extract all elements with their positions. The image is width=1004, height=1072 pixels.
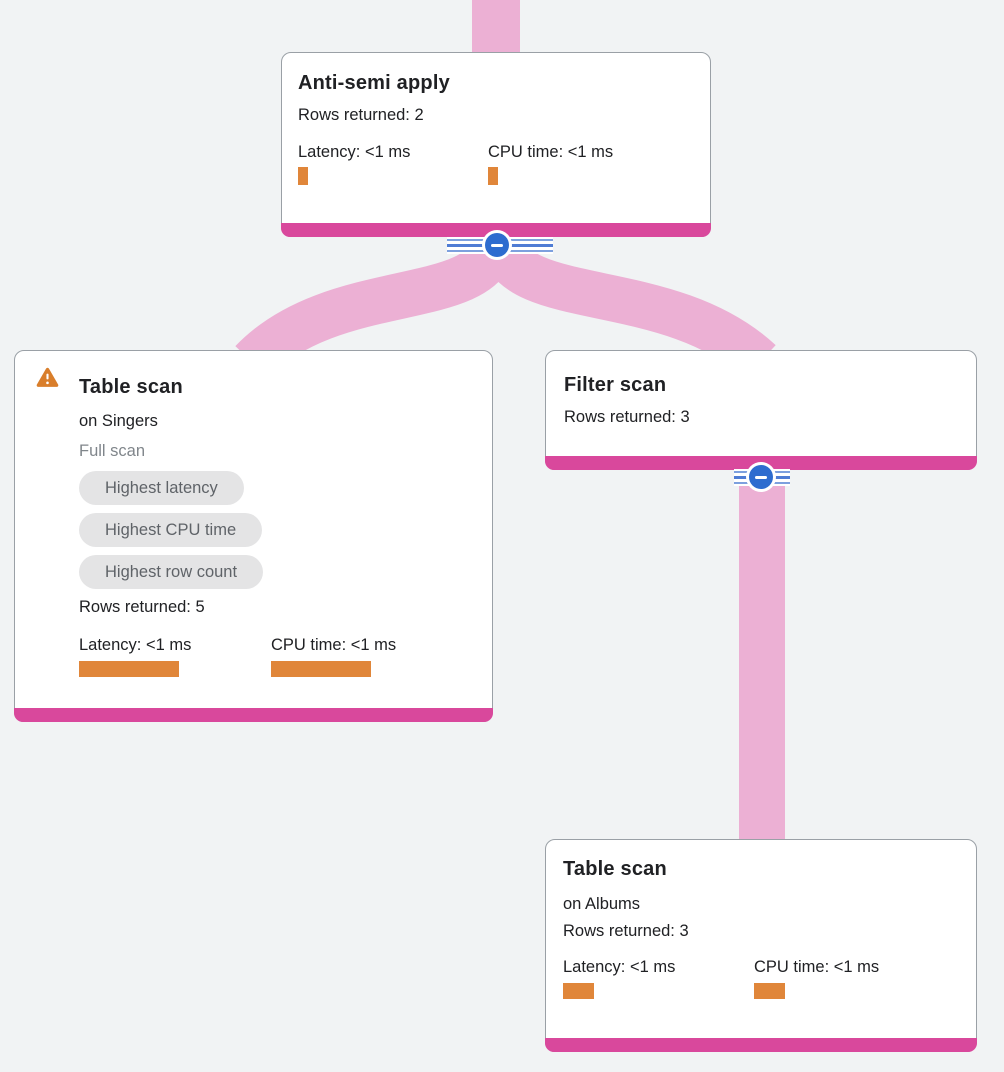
latency-bar bbox=[79, 661, 179, 677]
node-accent-bar bbox=[545, 456, 977, 470]
node-title: Anti-semi apply bbox=[298, 72, 450, 94]
badge-highest-latency: Highest latency bbox=[79, 471, 244, 505]
node-title: Table scan bbox=[563, 858, 667, 880]
cpu-time-metric: CPU time: <1 ms bbox=[754, 957, 945, 999]
plan-node-filter-scan[interactable]: Filter scan Rows returned: 3 bbox=[545, 350, 977, 470]
node-title: Filter scan bbox=[564, 374, 667, 396]
metrics-row: Latency: <1 ms CPU time: <1 ms bbox=[298, 142, 694, 185]
node-subtitle: on Singers bbox=[79, 412, 158, 430]
latency-metric: Latency: <1 ms bbox=[563, 957, 754, 999]
latency-label: Latency: <1 ms bbox=[298, 143, 411, 161]
plan-node-table-scan-singers[interactable]: Table scan on Singers Full scan Highest … bbox=[14, 350, 493, 722]
cpu-time-bar bbox=[271, 661, 371, 677]
edge-parent-to-root bbox=[472, 0, 520, 54]
minus-icon[interactable] bbox=[749, 465, 773, 489]
cpu-time-label: CPU time: <1 ms bbox=[488, 143, 614, 161]
edge-filter-scan-to-table-scan-albums bbox=[739, 472, 785, 842]
plan-node-table-scan-albums[interactable]: Table scan on Albums Rows returned: 3 La… bbox=[545, 839, 977, 1052]
metrics-row: Latency: <1 ms CPU time: <1 ms bbox=[563, 957, 959, 999]
latency-metric: Latency: <1 ms bbox=[298, 142, 488, 185]
plan-node-anti-semi-apply[interactable]: Anti-semi apply Rows returned: 2 Latency… bbox=[281, 52, 711, 237]
node-subtitle: on Albums bbox=[563, 895, 641, 913]
badge-list: Highest latency Highest CPU time Highest… bbox=[79, 471, 476, 589]
cpu-time-metric: CPU time: <1 ms bbox=[271, 635, 463, 677]
node-accent-bar bbox=[545, 1038, 977, 1052]
latency-label: Latency: <1 ms bbox=[563, 958, 676, 976]
cpu-time-label: CPU time: <1 ms bbox=[271, 636, 397, 654]
cpu-time-metric: CPU time: <1 ms bbox=[488, 142, 678, 185]
node-accent-bar bbox=[281, 223, 711, 237]
cpu-time-bar bbox=[488, 167, 498, 185]
node-title: Table scan bbox=[79, 376, 183, 398]
badge-highest-row-count: Highest row count bbox=[79, 555, 264, 589]
cpu-time-bar bbox=[754, 983, 785, 999]
latency-bar bbox=[563, 983, 594, 999]
warning-icon[interactable] bbox=[36, 367, 59, 388]
rows-returned-label: Rows returned: 3 bbox=[564, 408, 690, 426]
metrics-row: Latency: <1 ms CPU time: <1 ms bbox=[79, 635, 476, 677]
rows-returned-label: Rows returned: 3 bbox=[563, 922, 689, 940]
latency-metric: Latency: <1 ms bbox=[79, 635, 271, 677]
cpu-time-label: CPU time: <1 ms bbox=[754, 958, 880, 976]
rows-returned-label: Rows returned: 2 bbox=[298, 106, 424, 124]
rows-returned-label: Rows returned: 5 bbox=[79, 598, 205, 616]
edge-root-to-filter-scan bbox=[479, 236, 776, 380]
node-accent-bar bbox=[14, 708, 493, 722]
badge-highest-cpu-time: Highest CPU time bbox=[79, 513, 263, 547]
scan-type-label: Full scan bbox=[79, 442, 146, 460]
latency-bar bbox=[298, 167, 308, 185]
minus-icon[interactable] bbox=[485, 233, 509, 257]
latency-label: Latency: <1 ms bbox=[79, 636, 192, 654]
edge-root-to-table-scan-singers bbox=[235, 237, 517, 379]
